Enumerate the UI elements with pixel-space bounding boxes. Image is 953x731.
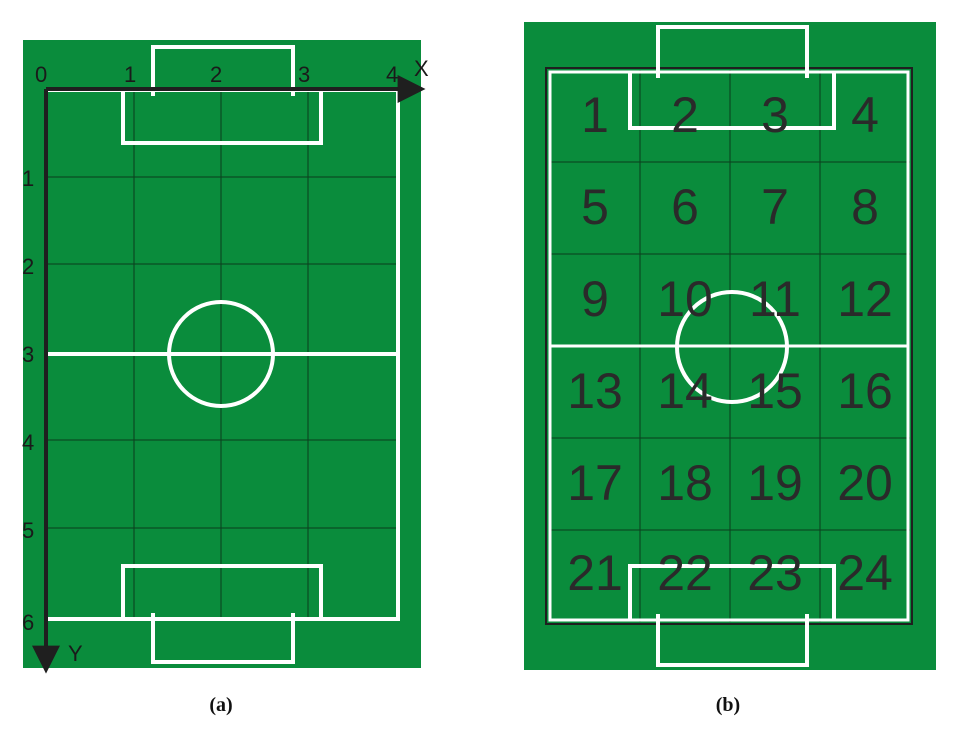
x-ticks: 0 1 2 3 4 [35, 62, 398, 87]
x-tick-label: 1 [124, 62, 136, 87]
zone-label: 6 [671, 179, 699, 235]
top-penalty-box-b [628, 72, 836, 130]
center-circle-b [675, 290, 789, 404]
x-axis-label: X [414, 56, 429, 81]
zone-label: 22 [657, 545, 713, 601]
zone-label: 11 [749, 271, 801, 327]
y-tick-label: 1 [22, 166, 34, 191]
zone-label: 19 [747, 455, 803, 511]
y-axis-label: Y [68, 641, 83, 666]
pitch-markings-b [548, 25, 910, 667]
zone-frame-b [545, 67, 913, 625]
x-tick-label: 4 [386, 62, 398, 87]
bottom-goal-a [151, 613, 295, 664]
zone-label: 7 [761, 179, 789, 235]
zone-label: 16 [837, 363, 893, 419]
bottom-penalty-box-a [121, 564, 323, 619]
zone-label: 14 [657, 363, 713, 419]
zone-label: 15 [747, 363, 803, 419]
zone-label: 12 [837, 271, 893, 327]
zone-label: 4 [851, 87, 879, 143]
zone-label: 2 [671, 87, 699, 143]
caption-a: (a) [209, 694, 232, 716]
panel-a: X Y 0 1 2 3 4 1 2 3 4 5 6 (a) [22, 40, 429, 716]
zone-label: 9 [581, 271, 609, 327]
y-tick-label: 6 [22, 610, 34, 635]
bottom-goal-b [656, 614, 809, 667]
zone-label: 10 [657, 271, 713, 327]
y-tick-label: 3 [22, 342, 34, 367]
zone-label: 24 [837, 545, 893, 601]
x-tick-label: 3 [298, 62, 310, 87]
zone-label: 8 [851, 179, 879, 235]
zone-label: 13 [567, 363, 623, 419]
top-penalty-box-a [121, 90, 323, 145]
y-tick-label: 4 [22, 430, 34, 455]
caption-b: (b) [716, 694, 740, 716]
zone-label: 5 [581, 179, 609, 235]
top-goal-a [151, 45, 295, 96]
x-tick-label: 2 [210, 62, 222, 87]
y-tick-label: 2 [22, 254, 34, 279]
zone-label: 18 [657, 455, 713, 511]
top-goal-b [656, 25, 809, 78]
center-circle-a [167, 300, 275, 408]
y-tick-label: 5 [22, 518, 34, 543]
zone-labels: 1 2 3 4 5 6 7 8 9 10 11 12 13 14 15 16 1… [567, 87, 893, 601]
bottom-penalty-box-b [628, 564, 836, 620]
zone-label: 3 [761, 87, 789, 143]
zone-label: 20 [837, 455, 893, 511]
zone-label: 23 [747, 545, 803, 601]
zone-label: 17 [567, 455, 623, 511]
y-ticks: 1 2 3 4 5 6 [22, 166, 34, 635]
x-tick-label: 0 [35, 62, 47, 87]
zone-label: 1 [581, 87, 609, 143]
zone-label: 21 [567, 545, 623, 601]
panel-b: 1 2 3 4 5 6 7 8 9 10 11 12 13 14 15 16 1… [524, 22, 936, 716]
